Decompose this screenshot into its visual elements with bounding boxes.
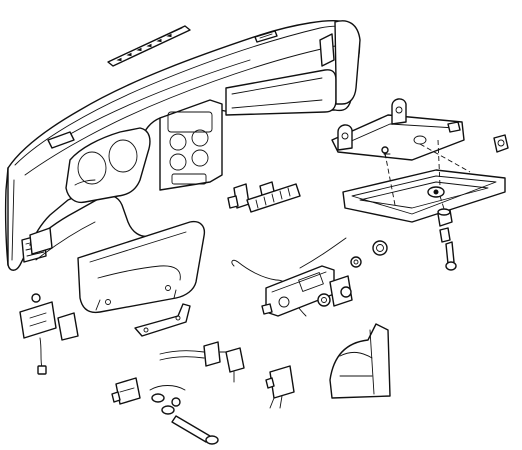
headlamp-switch bbox=[317, 275, 353, 307]
lock-cylinder-kit bbox=[171, 397, 219, 445]
mounting-bracket bbox=[134, 303, 191, 337]
bulb-socket bbox=[149, 385, 186, 415]
glovebox-key bbox=[445, 241, 457, 271]
glovebox-door-assembly bbox=[331, 98, 509, 161]
steering-column-shroud bbox=[329, 323, 391, 399]
wiring-harness-connector bbox=[159, 341, 229, 367]
ignition-switch-module bbox=[265, 365, 295, 409]
dashboard-shell bbox=[4, 20, 361, 271]
instrument-cluster-hood bbox=[77, 220, 206, 314]
glovebox-lock-cylinder bbox=[437, 208, 453, 243]
defroster-vent-grille bbox=[107, 25, 191, 67]
relay-module bbox=[225, 347, 245, 383]
wiper-switch bbox=[19, 293, 79, 375]
switch-pack bbox=[227, 181, 301, 213]
washer-switch bbox=[111, 377, 141, 405]
cigar-lighter bbox=[350, 240, 388, 268]
glovebox-lid-inner-panel bbox=[342, 139, 506, 223]
